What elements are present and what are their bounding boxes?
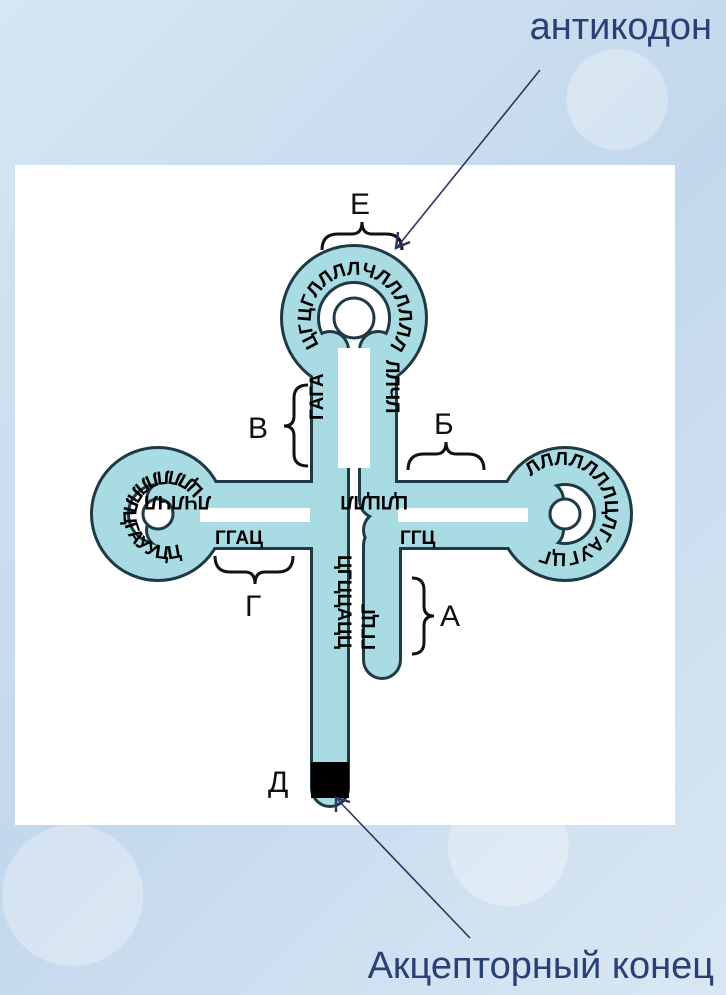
upper-stem-left-sequence: ГАГА xyxy=(307,373,328,420)
stem-a-sequence: ГГЦГ xyxy=(359,604,380,650)
label-g: Г xyxy=(245,590,261,623)
acceptor-end-block xyxy=(311,762,349,798)
bracket-b xyxy=(408,442,484,470)
acceptor-stem-sequence: ЦГЦЦАЦЦ xyxy=(333,555,354,649)
bracket-g xyxy=(215,556,293,584)
upper-stem-right-sequence: ЛЛЧЛ xyxy=(381,360,402,413)
acceptor-arrow xyxy=(338,800,470,938)
label-d: Д xyxy=(268,766,288,799)
anticodon-arrow xyxy=(398,70,540,246)
label-e: Е xyxy=(350,188,370,221)
right-arm-bottom-sequence: ГГЦ xyxy=(400,528,436,549)
right-arm-top-sequence: ЦЛЦЛЛ xyxy=(340,491,408,512)
acceptor-end-label: Акцепторный конец xyxy=(368,945,714,988)
bracket-v xyxy=(284,385,308,466)
label-v: В xyxy=(248,412,268,445)
left-arm-bottom-sequence: ГГАЦ xyxy=(215,528,263,549)
left-arm-top-sequence: ЛЧЛЧЛ xyxy=(144,491,211,512)
trna-strand xyxy=(110,264,613,788)
bracket-a xyxy=(412,578,434,654)
label-b: Б xyxy=(434,408,454,441)
label-a: А xyxy=(440,600,460,633)
